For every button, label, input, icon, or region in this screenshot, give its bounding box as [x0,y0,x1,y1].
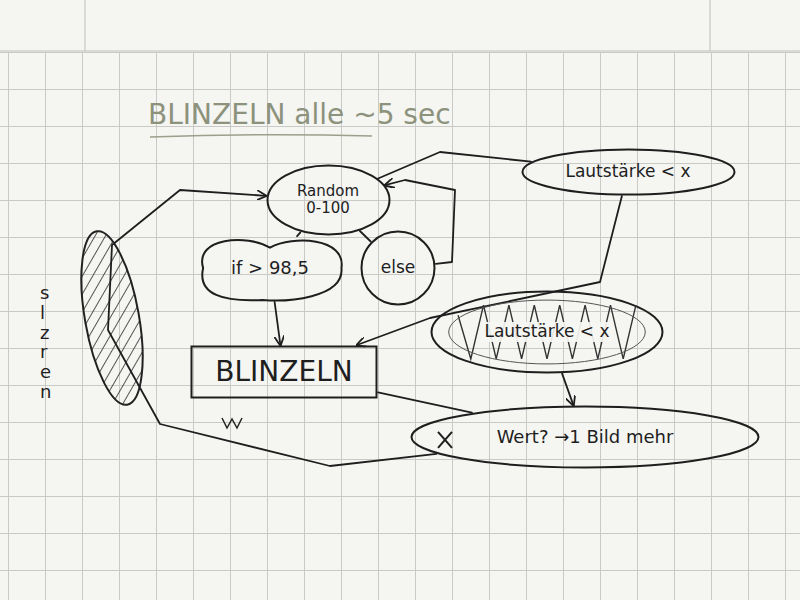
text-wrap: Random 0-100 [289,183,367,218]
scribble-shade [449,300,646,364]
node-text: Random 0-100 [289,183,367,218]
scribble-mark [222,418,242,428]
condition-blob: if > 98,5 [194,234,346,302]
page-line [0,51,800,52]
page-line [85,0,86,51]
text-wrap: Wert? →1 Bild mehr [497,427,674,448]
node-text: else [381,258,416,278]
margin-note: slzren [40,283,51,402]
connector-line [378,152,531,179]
node-text: BLINZELN [215,356,352,388]
connector-line [275,302,281,345]
ellipse-border [267,166,389,235]
node-text: if > 98,5 [231,258,309,279]
connector-line [378,392,472,412]
connector-line [385,180,455,264]
sketch-title: BLINZELN alle ~5 sec [148,98,451,131]
random-ellipse: Random 0-100 [266,164,391,236]
text-wrap: Lautstärke < x [565,162,690,182]
ellipse-border [362,232,435,305]
cross-mark [438,432,452,448]
ellipse-border [522,150,734,195]
scribble-hatch [458,305,636,359]
box-border [192,347,377,398]
note-ellipse: Wert? →1 Bild mehr [410,405,760,469]
else-circle: else [360,230,436,306]
connector-line [108,190,436,466]
crossed-out-ellipse: Lautstärke < x [430,290,664,374]
action-box: BLINZELN [190,345,378,399]
text-wrap: else [381,258,416,278]
connector-line [357,196,622,345]
node-text: Lautstärke < x [481,322,612,342]
title-underline [150,135,372,137]
connector-line [297,232,300,236]
node-text: Lautstärke < x [565,162,690,182]
text-wrap: Lautstärke < x [481,322,612,342]
connector-line [360,231,371,242]
text-wrap: if > 98,5 [231,258,309,279]
condition-ellipse: Lautstärke < x [521,148,736,196]
connector-line [562,374,573,406]
page-line [710,0,711,51]
text-wrap: BLINZELN [215,356,352,388]
node-text: Wert? →1 Bild mehr [497,427,674,448]
ellipse-border [412,407,759,468]
blob-border [202,240,342,300]
ellipse-border [432,292,663,373]
